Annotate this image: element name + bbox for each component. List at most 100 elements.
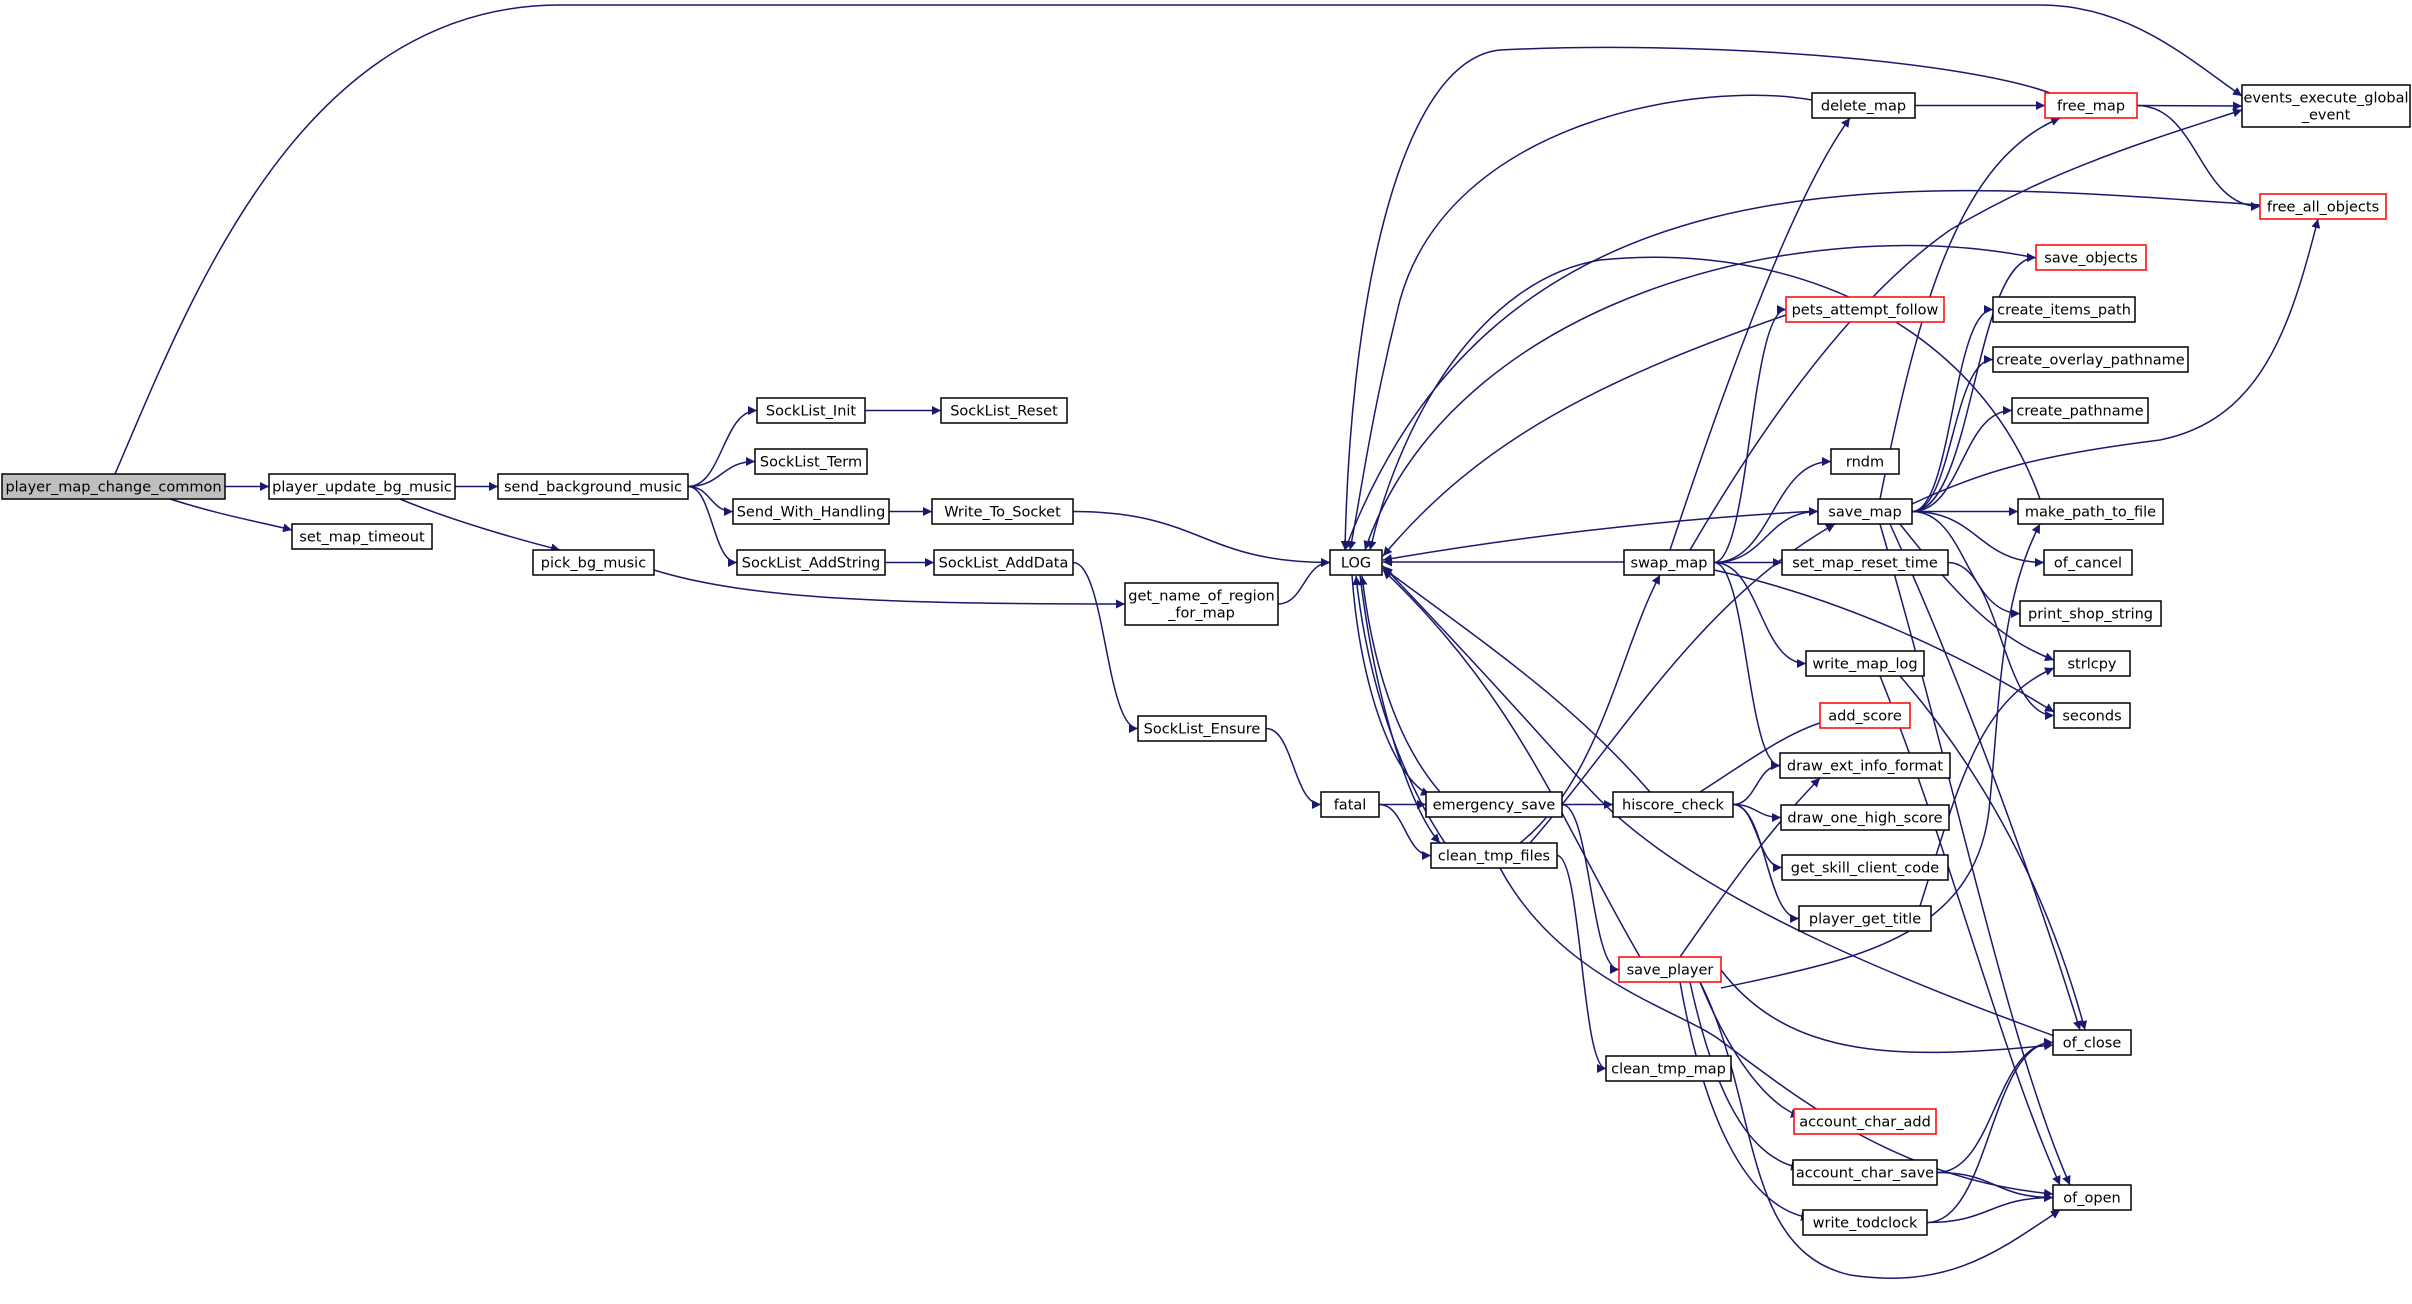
edge-line — [1911, 510, 2045, 567]
node-player-get-title[interactable]: player_get_title — [1798, 905, 1932, 932]
edge-line — [1732, 761, 1781, 806]
edge-hiscore_check-to-LOG — [1382, 567, 1651, 793]
node-account-char-add[interactable]: account_char_add — [1793, 1108, 1937, 1135]
node-label: draw_ext_info_format — [1787, 759, 1943, 775]
edge-fatal-to-clean_tmp_files — [1378, 803, 1432, 860]
edge-line — [169, 498, 293, 533]
node-of-close[interactable]: of_close — [2052, 1029, 2132, 1056]
node-of-cancel[interactable]: of_cancel — [2043, 549, 2133, 576]
node-write-todclock[interactable]: write_todclock — [1802, 1209, 1928, 1236]
node-delete-map[interactable]: delete_map — [1811, 92, 1916, 119]
edge-line — [1889, 523, 2082, 1031]
edge-line — [1720, 969, 2054, 1054]
node-label: clean_tmp_map — [1611, 1062, 1726, 1078]
node-SockList-Init[interactable]: SockList_Init — [756, 397, 866, 424]
edge-emergency_save-to-LOG — [1358, 575, 1441, 793]
edge-line — [399, 498, 561, 553]
node-create-pathname[interactable]: create_pathname — [2011, 397, 2149, 424]
node-box — [1612, 791, 1734, 818]
node-label: pick_bg_music — [541, 556, 646, 572]
node-label: get_name_of_region — [1128, 589, 1275, 605]
node-draw-one-high-score[interactable]: draw_one_high_score — [1780, 804, 1950, 831]
edge-line — [1072, 510, 1331, 567]
node-create-items-path[interactable]: create_items_path — [1992, 296, 2136, 323]
node-save-objects[interactable]: save_objects — [2035, 244, 2147, 271]
node-label: of_cancel — [2054, 556, 2122, 572]
node-box — [1329, 549, 1383, 576]
node-strlcpy[interactable]: strlcpy — [2053, 650, 2131, 677]
edge-line — [1072, 561, 1139, 733]
node-box — [2043, 549, 2133, 576]
node-get-skill-client-code[interactable]: get_skill_client_code — [1781, 854, 1949, 881]
edge-line — [114, 4, 2243, 475]
edge-save_map-to-of_close — [1889, 523, 2082, 1031]
node-make-path-to-file[interactable]: make_path_to_file — [2017, 498, 2164, 525]
node-box — [1425, 791, 1563, 818]
node-print-shop-string[interactable]: print_shop_string — [2019, 600, 2162, 627]
edge-line — [1363, 244, 2037, 551]
edge-line — [687, 485, 734, 516]
node-box — [1137, 715, 1267, 742]
edge-line — [1351, 574, 1431, 796]
node-create-overlay-pathname[interactable]: create_overlay_pathname — [1992, 346, 2189, 373]
node-SockList-Term[interactable]: SockList_Term — [754, 448, 868, 475]
edge-send_background_music-to-SockList_Init — [687, 406, 758, 488]
node-of-open[interactable]: of_open — [2052, 1184, 2132, 1211]
edge-line — [1926, 1193, 2054, 1224]
node-label: free_map — [2057, 99, 2125, 115]
node-emergency-save[interactable]: emergency_save — [1425, 791, 1563, 818]
node-box — [1992, 346, 2189, 373]
node-LOG[interactable]: LOG — [1329, 549, 1383, 576]
edge-hiscore_check-to-draw_ext_info_format — [1732, 761, 1781, 806]
node-get-name-of-region-for-map[interactable]: get_name_of_region_for_map — [1124, 582, 1279, 626]
node-label: _event — [2301, 108, 2351, 124]
node-events-execute-global-event[interactable]: events_execute_global_event — [2241, 84, 2411, 128]
node-box — [736, 549, 886, 576]
node-label: save_player — [1627, 963, 1714, 979]
node-Send-With-Handling[interactable]: Send_With_Handling — [732, 498, 890, 525]
node-pick-bg-music[interactable]: pick_bg_music — [532, 549, 655, 576]
node-player-update-bg-music[interactable]: player_update_bg_music — [268, 473, 456, 500]
edge-save_map-to-of_cancel — [1911, 510, 2045, 567]
node-seconds[interactable]: seconds — [2053, 702, 2131, 729]
node-free-map[interactable]: free_map — [2044, 92, 2138, 119]
node-save-map[interactable]: save_map — [1817, 498, 1913, 525]
node-SockList-AddString[interactable]: SockList_AddString — [736, 549, 886, 576]
node-label: save_map — [1828, 505, 1901, 521]
node-SockList-AddData[interactable]: SockList_AddData — [933, 549, 1074, 576]
node-SockList-Ensure[interactable]: SockList_Ensure — [1137, 715, 1267, 742]
node-player-map-change-common[interactable]: player_map_change_common — [1, 473, 226, 500]
node-draw-ext-info-format[interactable]: draw_ext_info_format — [1779, 752, 1951, 779]
node-box — [2011, 397, 2149, 424]
node-box — [2035, 244, 2147, 271]
node-Write-To-Socket[interactable]: Write_To_Socket — [931, 498, 1074, 525]
edge-save_map-to-create_overlay_pathname — [1911, 355, 1994, 513]
edge-make_path_to_file-to-LOG — [1367, 256, 2041, 551]
node-hiscore-check[interactable]: hiscore_check — [1612, 791, 1734, 818]
node-write-map-log[interactable]: write_map_log — [1805, 650, 1925, 677]
node-label: SockList_Term — [760, 455, 862, 471]
node-send-background-music[interactable]: send_background_music — [497, 473, 689, 500]
node-swap-map[interactable]: swap_map — [1623, 549, 1715, 576]
node-set-map-timeout[interactable]: set_map_timeout — [291, 523, 433, 550]
edge-line — [2136, 101, 2243, 111]
node-SockList-Reset[interactable]: SockList_Reset — [940, 397, 1068, 424]
edge-save_map-to-save_objects — [1911, 253, 2037, 513]
node-box — [1605, 1055, 1732, 1082]
node-label: account_char_add — [1799, 1115, 1931, 1131]
edge-line — [1367, 256, 2041, 551]
node-clean-tmp-map[interactable]: clean_tmp_map — [1605, 1055, 1732, 1082]
node-rndm[interactable]: rndm — [1830, 448, 1900, 475]
edge-swap_map-to-pets_attempt_follow — [1713, 305, 1787, 564]
edge-LOG-to-emergency_save — [1351, 574, 1431, 796]
node-account-char-save[interactable]: account_char_save — [1792, 1159, 1938, 1186]
node-save-player[interactable]: save_player — [1618, 956, 1722, 983]
node-fatal[interactable]: fatal — [1320, 791, 1380, 818]
node-free-all-objects[interactable]: free_all_objects — [2259, 193, 2387, 220]
node-clean-tmp-files[interactable]: clean_tmp_files — [1430, 842, 1558, 869]
edge-LOG-to-clean_tmp_files — [1359, 574, 1441, 844]
node-pets-attempt-follow[interactable]: pets_attempt_follow — [1785, 296, 1945, 323]
node-set-map-reset-time[interactable]: set_map_reset_time — [1781, 549, 1949, 576]
node-add-score[interactable]: add_score — [1819, 702, 1911, 729]
